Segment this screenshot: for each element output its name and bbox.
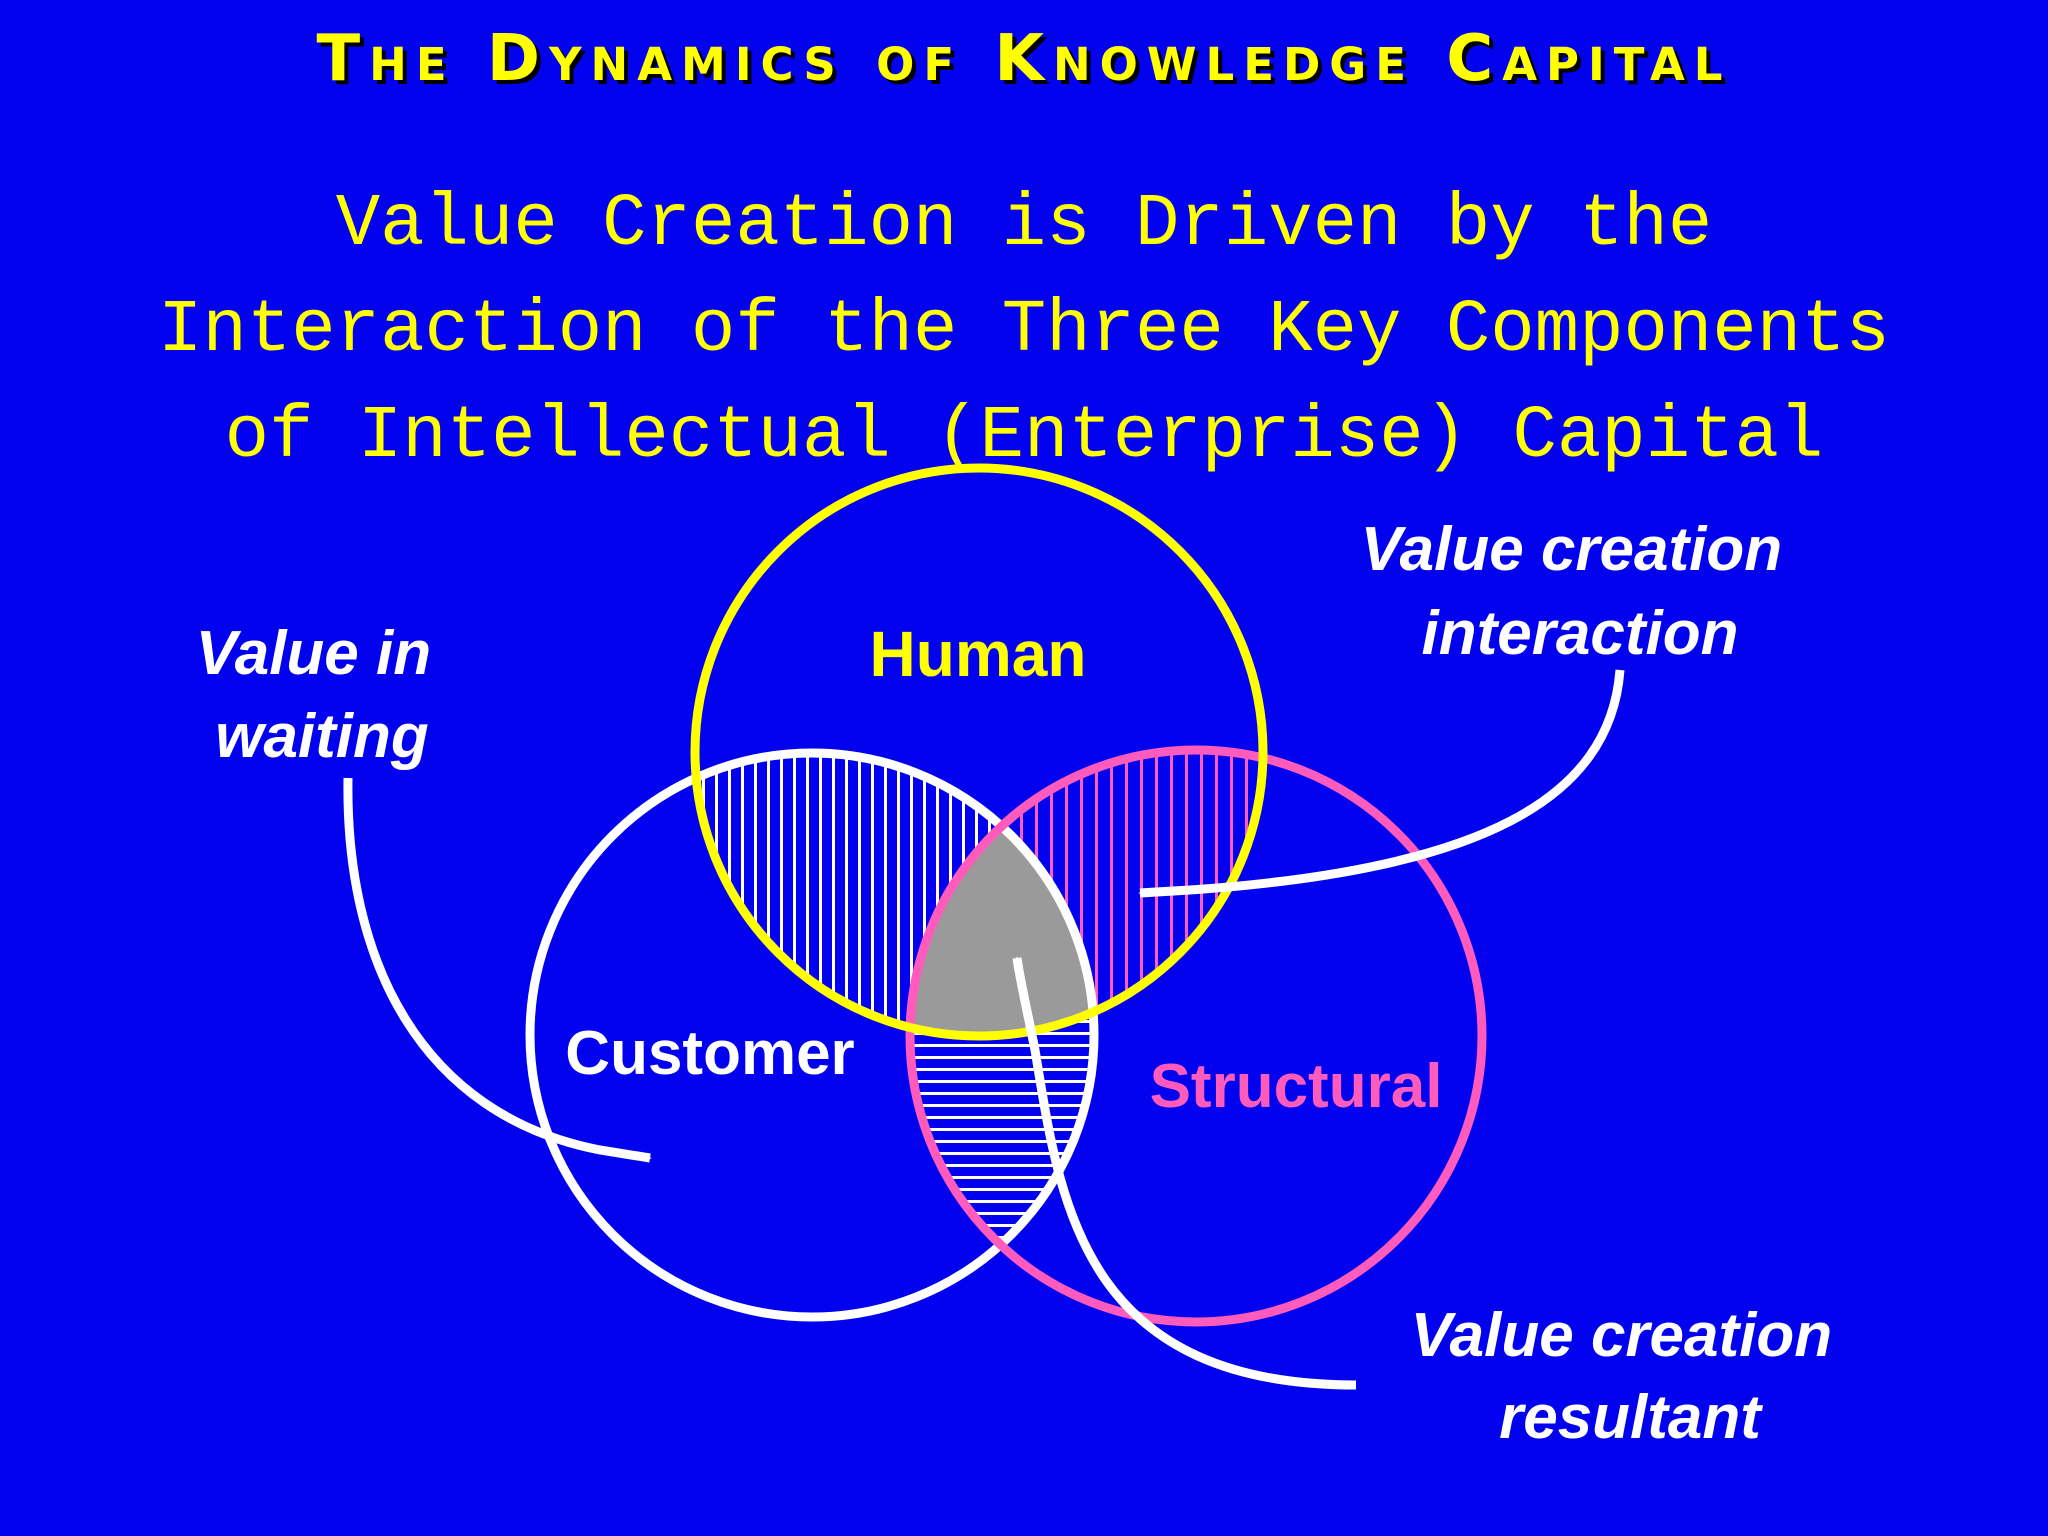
- value-creation-resultant-line-1: Value creation: [1411, 1301, 1833, 1370]
- human-label: Human: [870, 618, 1087, 690]
- value-in-waiting-callout: Value in waiting: [196, 619, 449, 771]
- value-creation-resultant-arrow: [1012, 956, 1357, 1390]
- human-circle: [690, 463, 1268, 1041]
- value-creation-resultant-callout: Value creation resultant: [1411, 1301, 1850, 1452]
- value-creation-interaction-callout: Value creation interaction: [1361, 515, 1800, 668]
- value-in-waiting-line-1: Value in: [196, 619, 431, 688]
- structural-circle: [905, 745, 1487, 1327]
- value-in-waiting-line-2: waiting: [215, 702, 429, 771]
- value-creation-resultant-line-2: resultant: [1499, 1383, 1763, 1452]
- subtitle-line-1: Value Creation is Driven by the: [335, 183, 1713, 267]
- structural-label: Structural: [1150, 1052, 1443, 1121]
- slide-title: The Dynamics of Knowledge Capital: [316, 22, 1732, 96]
- subtitle-line-3: of Intellectual (Enterprise) Capital: [224, 395, 1824, 479]
- value-creation-interaction-line-2: interaction: [1422, 599, 1739, 668]
- value-creation-interaction-arrow: [1138, 669, 1625, 898]
- customer-circle: [525, 748, 1099, 1322]
- value-in-waiting-arrow: [343, 777, 652, 1163]
- subtitle-line-2: Interaction of the Three Key Components: [158, 289, 1890, 373]
- value-creation-interaction-line-1: Value creation: [1361, 515, 1783, 584]
- slide-subtitle: Value Creation is Driven by the Interact…: [60, 172, 1988, 490]
- customer-label: Customer: [565, 1019, 854, 1088]
